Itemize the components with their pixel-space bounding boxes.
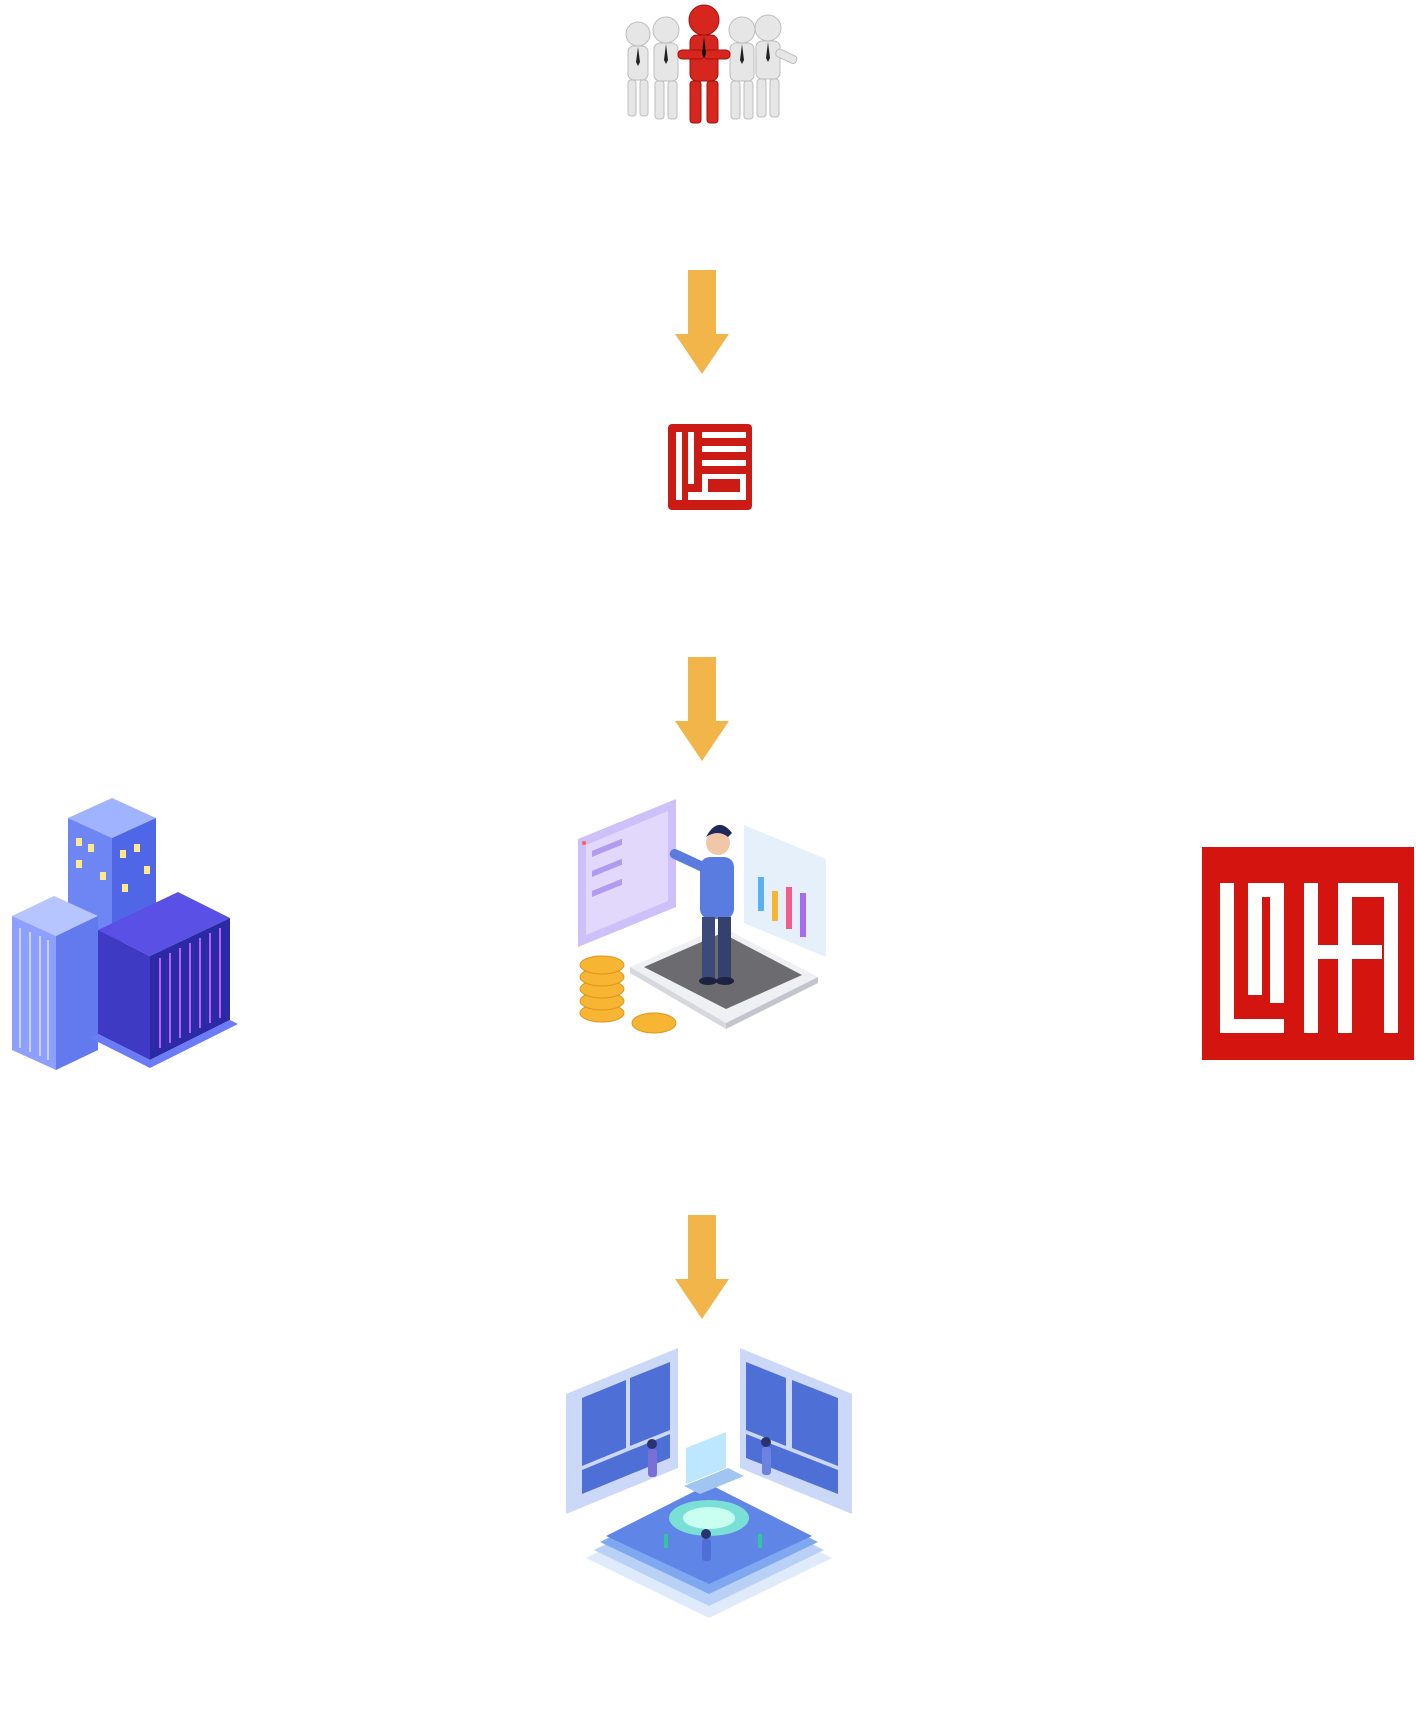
xin-seal-icon xyxy=(666,422,754,512)
red-seal-icon xyxy=(1200,845,1416,1062)
flow-arrow-down xyxy=(675,657,729,761)
data-center-icon xyxy=(566,1348,852,1628)
flow-arrow-down xyxy=(675,270,729,374)
business-team-icon xyxy=(608,0,806,130)
office-buildings-icon xyxy=(2,798,242,1070)
flow-arrow-down xyxy=(675,1215,729,1319)
data-analyst-icon xyxy=(572,797,830,1059)
